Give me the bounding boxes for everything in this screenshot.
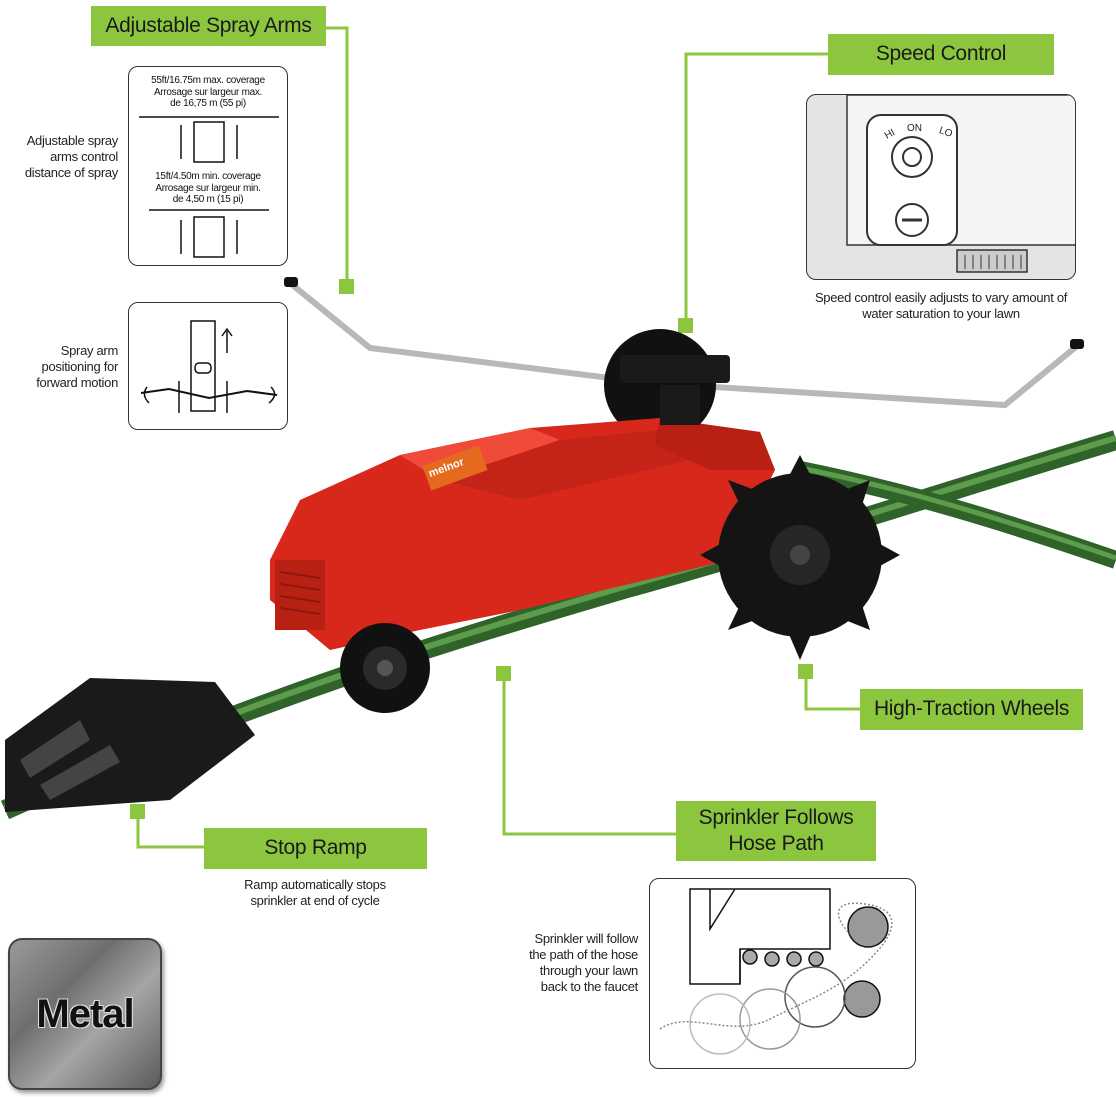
min-coverage-en: 15ft/4.50m min. coverage bbox=[155, 171, 261, 182]
spray-position-caption: Spray arm positioning for forward motion bbox=[36, 343, 118, 390]
traction-wheel bbox=[700, 455, 900, 660]
spray-arms-label: Adjustable Spray Arms bbox=[91, 6, 326, 46]
coverage-sketch bbox=[139, 116, 279, 258]
metal-badge: Metal bbox=[8, 938, 162, 1090]
max-coverage-en: 55ft/16.75m max. coverage bbox=[151, 75, 265, 86]
hose-path-diagram bbox=[649, 878, 916, 1069]
dial-on-label: ON bbox=[907, 123, 922, 134]
speed-control-inset: HI ON LO bbox=[806, 94, 1076, 280]
spray-coverage-diagram: 55ft/16.75m max. coverage Arrosage sur l… bbox=[128, 66, 288, 266]
stop-ramp-caption: Ramp automatically stops sprinkler at en… bbox=[244, 877, 386, 908]
metal-badge-text: Metal bbox=[36, 991, 134, 1036]
speed-control-label: Speed Control bbox=[828, 34, 1054, 75]
hose-path-sketch bbox=[659, 888, 893, 1055]
high-traction-wheels-label: High-Traction Wheels bbox=[860, 689, 1083, 730]
front-wheel bbox=[340, 623, 430, 713]
hose-path-label: Sprinkler Follows Hose Path bbox=[676, 801, 876, 861]
spray-position-diagram bbox=[128, 302, 288, 430]
max-coverage-fr-1: Arrosage sur largeur max. bbox=[153, 87, 263, 98]
min-coverage-fr-1: Arrosage sur largeur min. bbox=[155, 183, 261, 194]
truck-body bbox=[270, 418, 775, 650]
hose-path-caption: Sprinkler will follow the path of the ho… bbox=[529, 931, 638, 994]
speed-control-caption: Speed control easily adjusts to vary amo… bbox=[814, 290, 1068, 321]
speed-dial-sketch bbox=[846, 95, 1075, 273]
spray-arms-caption: Adjustable spray arms control distance o… bbox=[24, 133, 118, 180]
max-coverage-fr-2: de 16,75 m (55 pi) bbox=[170, 98, 246, 109]
min-coverage-fr-2: de 4,50 m (15 pi) bbox=[172, 194, 244, 205]
position-sketch bbox=[140, 320, 278, 413]
stop-ramp-label: Stop Ramp bbox=[204, 828, 427, 869]
stop-ramp bbox=[5, 678, 255, 812]
